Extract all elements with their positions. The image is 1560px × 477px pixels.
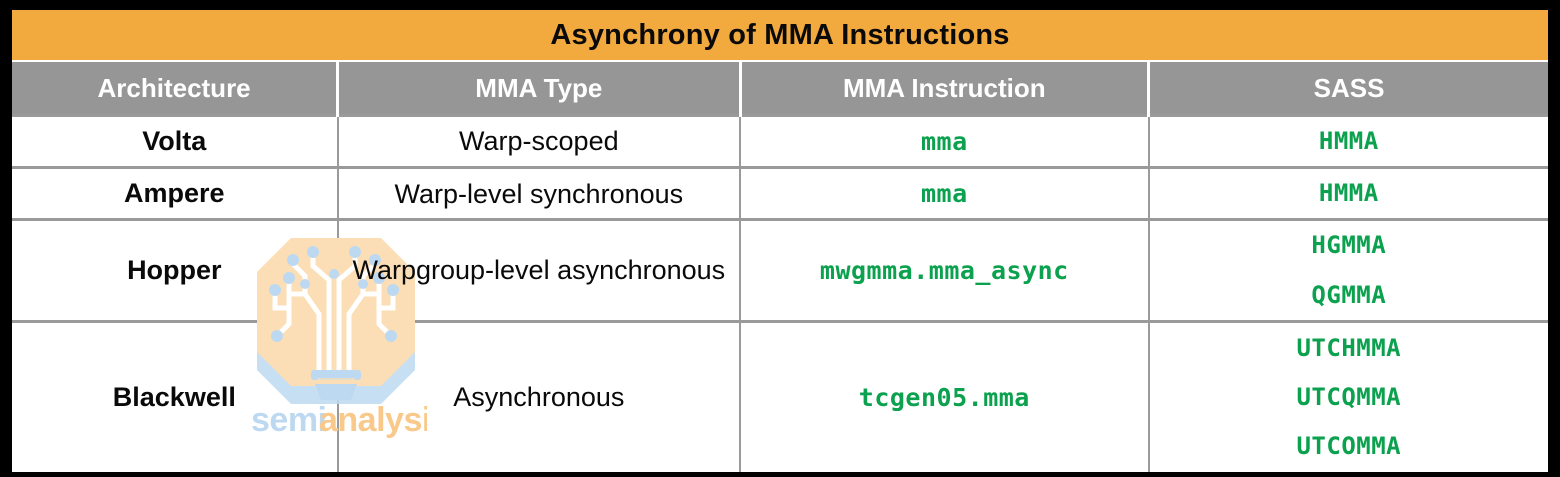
mma-type-value: Warp-scoped xyxy=(459,126,619,157)
architecture-value: Hopper xyxy=(127,255,222,286)
sass-value: QGMMA xyxy=(1311,280,1387,309)
sass-value: HMMA xyxy=(1318,179,1379,208)
table-row: Blackwell Asynchronous tcgen05.mma UTCHM… xyxy=(12,319,1548,473)
column-header-sass: SASS xyxy=(1147,60,1548,116)
sass-value: HMMA xyxy=(1318,127,1379,155)
table-row: Ampere Warp-level synchronous mma HMMA xyxy=(12,166,1548,220)
mma-instruction-value: mwgmma.mma_async xyxy=(819,256,1069,286)
architecture-value: Ampere xyxy=(124,178,225,209)
sass-value: UTCOMMA xyxy=(1296,432,1402,461)
sass-value-list: HMMA xyxy=(1156,169,1542,218)
mma-instruction-value: tcgen05.mma xyxy=(858,383,1030,412)
sass-value-list: HGMMA QGMMA xyxy=(1156,221,1542,319)
sass-value: UTCQMMA xyxy=(1296,382,1402,411)
table-title-cell: Asynchrony of MMA Instructions xyxy=(12,10,1548,61)
cell-architecture: Ampere xyxy=(12,166,338,220)
cell-mma-type: Asynchronous xyxy=(336,319,741,473)
mma-type-value: Warpgroup-level asynchronous xyxy=(352,255,726,286)
column-header-mma-type: MMA Type xyxy=(336,60,741,116)
cell-architecture: Hopper xyxy=(12,218,338,322)
table-title-row: Asynchrony of MMA Instructions xyxy=(12,10,1548,61)
cell-mma-instruction: mwgmma.mma_async xyxy=(739,218,1149,322)
cell-sass: HMMA xyxy=(1147,113,1548,168)
sass-value: UTCHMMA xyxy=(1296,333,1402,362)
cell-architecture: Blackwell xyxy=(12,319,338,473)
cell-mma-type: Warp-level synchronous xyxy=(336,166,741,220)
sass-value-list: UTCHMMA UTCQMMA UTCOMMA xyxy=(1156,324,1542,472)
sass-value-list: HMMA xyxy=(1156,117,1542,166)
architecture-value: Volta xyxy=(142,126,207,157)
cell-mma-type: Warpgroup-level asynchronous xyxy=(336,218,741,322)
cell-mma-type: Warp-scoped xyxy=(336,113,741,168)
architecture-value: Blackwell xyxy=(112,382,236,412)
mma-asynchrony-table: Asynchrony of MMA Instructions Architect… xyxy=(12,10,1548,473)
cell-sass: HGMMA QGMMA xyxy=(1147,218,1548,322)
column-header-architecture: Architecture xyxy=(12,60,338,116)
mma-type-value: Warp-level synchronous xyxy=(394,178,684,209)
cell-sass: HMMA xyxy=(1147,166,1548,220)
table-row: Hopper Warpgroup-level asynchronous mwgm… xyxy=(12,218,1548,322)
cell-mma-instruction: mma xyxy=(739,113,1149,168)
cell-mma-instruction: tcgen05.mma xyxy=(739,319,1149,473)
cell-sass: UTCHMMA UTCQMMA UTCOMMA xyxy=(1147,319,1548,473)
cell-mma-instruction: mma xyxy=(739,166,1149,220)
page-title: Asynchrony of MMA Instructions xyxy=(550,19,1010,51)
table-row: Volta Warp-scoped mma HMMA xyxy=(12,113,1548,168)
column-header-mma-instruction: MMA Instruction xyxy=(738,60,1149,116)
mma-instruction-value: mma xyxy=(921,127,968,157)
mma-type-value: Asynchronous xyxy=(453,382,625,413)
mma-instruction-value: mma xyxy=(921,179,968,209)
table-header-row: Architecture MMA Type MMA Instruction SA… xyxy=(12,60,1548,116)
cell-architecture: Volta xyxy=(12,113,338,168)
sass-value: HGMMA xyxy=(1311,231,1387,260)
